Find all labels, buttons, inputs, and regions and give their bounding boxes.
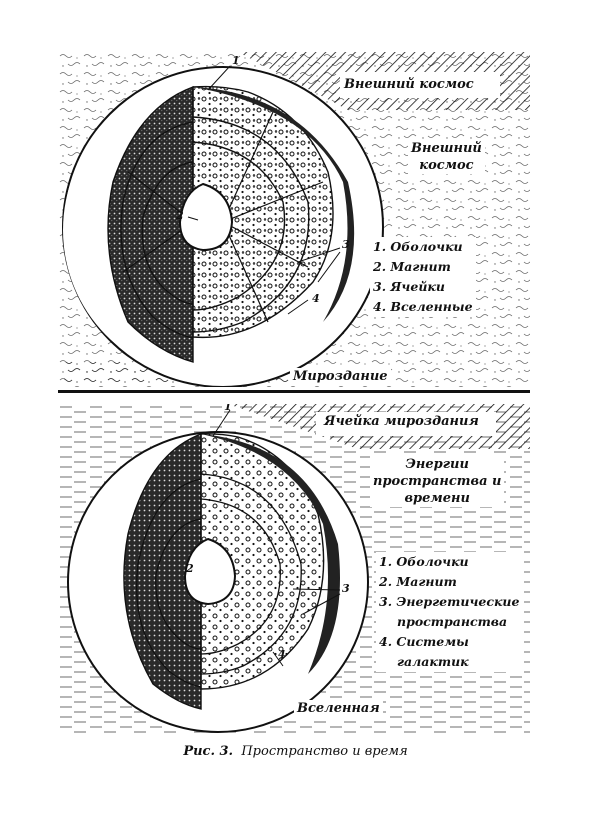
bottom-legend-item-3-cont: пространства xyxy=(397,614,508,629)
top-outer-space-side-line-2: космос xyxy=(419,158,474,173)
bottom-number-3: 3 xyxy=(342,582,350,595)
bottom-hatched-label: Ячейка мироздания xyxy=(324,414,479,429)
bottom-legend-item-3: 3. Энергетические xyxy=(379,594,520,609)
top-number-3: 3 xyxy=(342,238,350,251)
bottom-legend-item-1: 1. Оболочки xyxy=(379,554,469,569)
top-legend-item-2: 2. Магнит xyxy=(373,259,451,274)
bottom-side-line-3: времени xyxy=(404,491,470,506)
bottom-number-1: 1 xyxy=(224,404,232,413)
bottom-legend: 1. Оболочки 2. Магнит 3. Энергетические … xyxy=(376,552,523,672)
top-diagram-svg xyxy=(58,52,530,387)
top-number-2: 2 xyxy=(176,209,184,222)
top-outer-space-side-label: Внешний космос xyxy=(408,140,485,174)
bottom-diagram-panel: 1 2 3 4 Ячейка мироздания Энергии простр… xyxy=(58,404,530,734)
top-legend-item-4: 4. Вселенные xyxy=(373,299,473,314)
caption-prefix: Рис. 3. xyxy=(183,744,234,759)
bottom-side-line-1: Энергии xyxy=(405,457,469,472)
top-outer-space-side-line-1: Внешний xyxy=(411,141,482,156)
top-diagram-panel: 1 2 3 4 Внешний космос Внешний космос 1.… xyxy=(58,52,530,387)
bottom-legend-item-4: 4. Системы xyxy=(379,634,469,649)
bottom-side-line-2: пространства и xyxy=(373,474,502,489)
bottom-legend-item-2: 2. Магнит xyxy=(379,574,457,589)
bottom-side-label: Энергии пространства и времени xyxy=(370,456,505,507)
bottom-number-4: 4 xyxy=(278,648,286,661)
bottom-bottom-label: Вселенная xyxy=(294,700,383,718)
panel-divider xyxy=(58,390,530,393)
bottom-legend-item-4-cont: галактик xyxy=(397,654,469,669)
figure-caption: Рис. 3. Пространство и время xyxy=(0,744,591,759)
caption-text: Пространство и время xyxy=(241,744,408,759)
top-number-1: 1 xyxy=(232,54,240,67)
top-bottom-label: Мироздание xyxy=(290,368,391,386)
bottom-number-2: 2 xyxy=(186,562,194,575)
top-number-4: 4 xyxy=(312,292,320,305)
top-legend-item-3: 3. Ячейки xyxy=(373,279,445,294)
top-outer-space-label: Внешний космос xyxy=(344,77,474,92)
top-legend: 1. Оболочки 2. Магнит 3. Ячейки 4. Вселе… xyxy=(370,237,476,317)
top-legend-item-1: 1. Оболочки xyxy=(373,239,463,254)
